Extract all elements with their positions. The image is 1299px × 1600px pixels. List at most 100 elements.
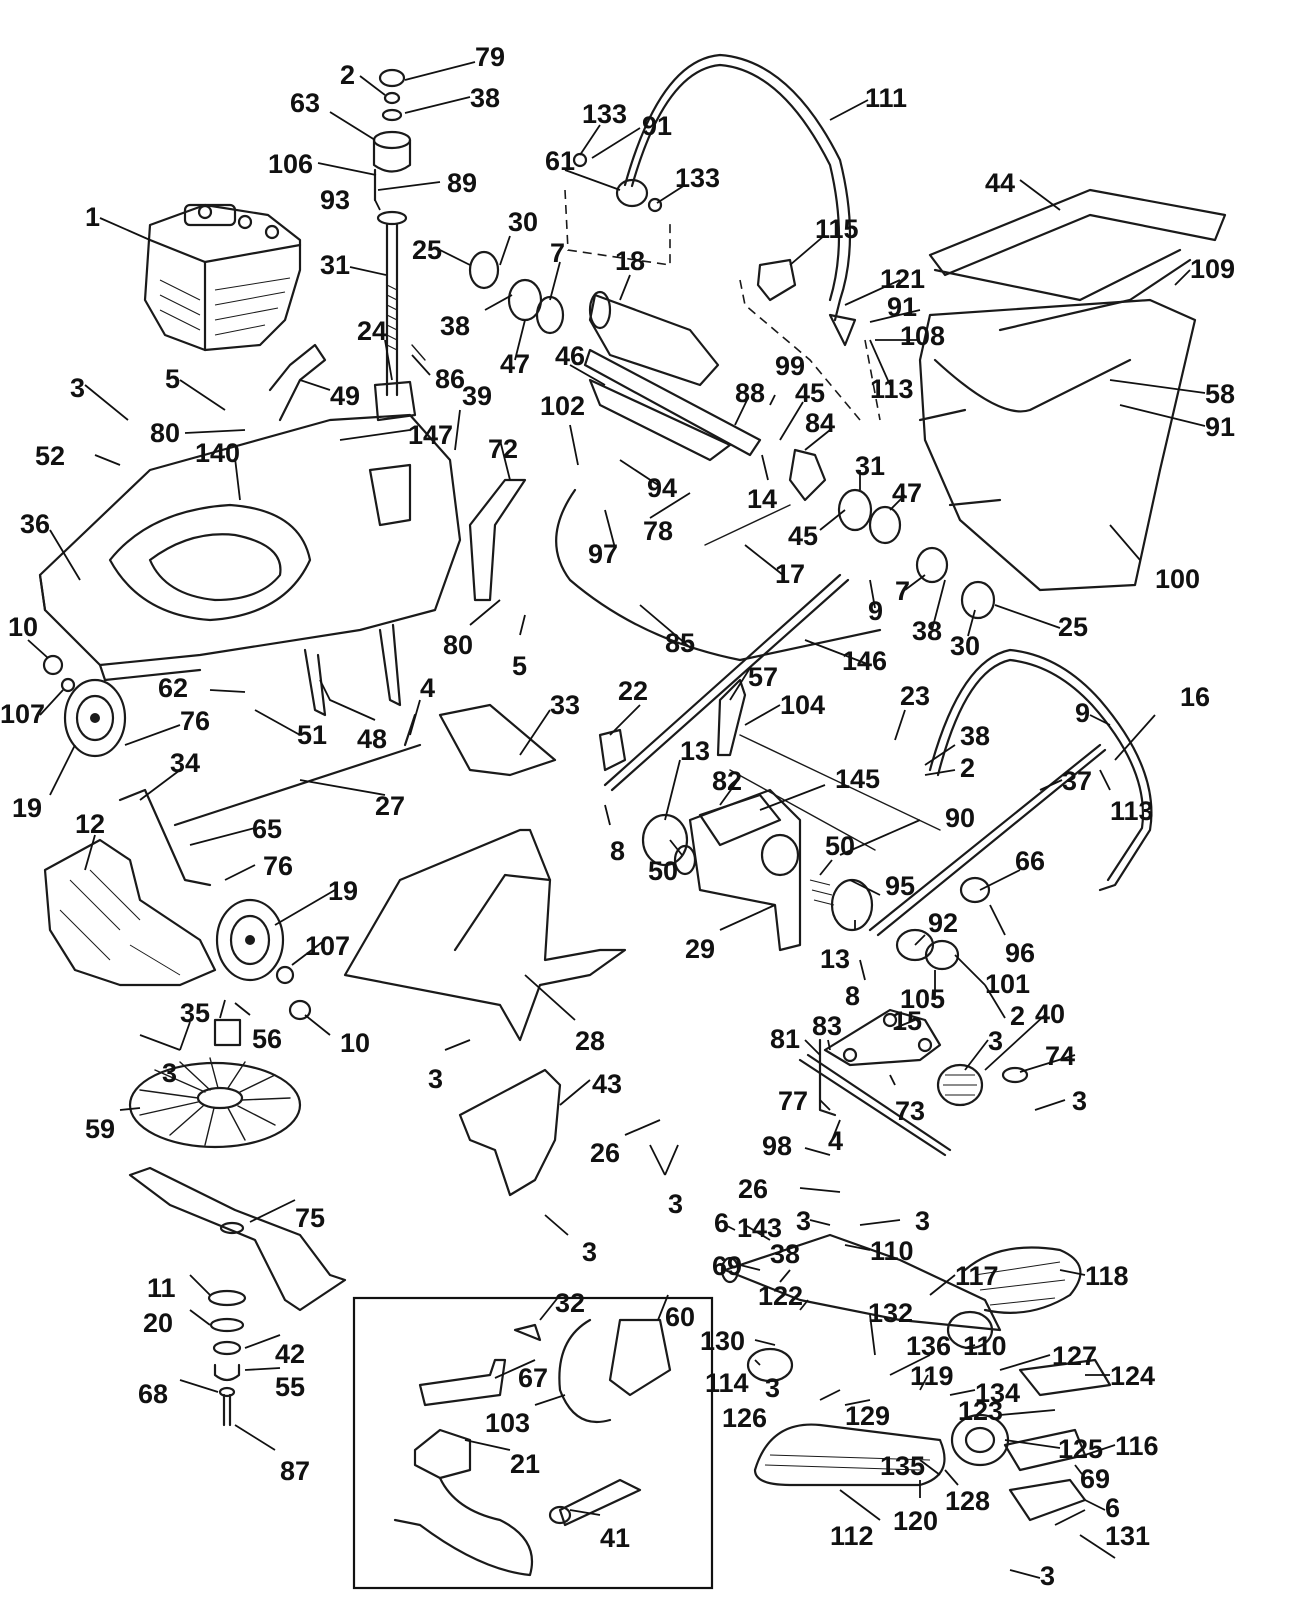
part-number-label: 30 bbox=[950, 631, 980, 661]
part-number-label: 134 bbox=[975, 1378, 1020, 1408]
part-number-label: 117 bbox=[955, 1261, 999, 1291]
part-number-label: 1 bbox=[85, 202, 100, 232]
blade-part bbox=[128, 1166, 347, 1427]
part-number-label: 2 bbox=[1010, 1001, 1025, 1031]
rail-88 bbox=[583, 348, 762, 462]
part-number-label: 3 bbox=[668, 1189, 683, 1219]
part-number-label: 14 bbox=[747, 484, 777, 514]
part-number-label: 91 bbox=[887, 292, 917, 322]
inset-parts bbox=[393, 1318, 672, 1577]
part-number-label: 30 bbox=[508, 207, 538, 237]
cylinder-18 bbox=[588, 290, 720, 387]
part-number-label: 19 bbox=[12, 793, 42, 823]
part-number-label: 24 bbox=[357, 316, 387, 346]
part-number-label: 80 bbox=[443, 630, 473, 660]
part-number-label: 105 bbox=[900, 984, 945, 1014]
part-number-label: 69 bbox=[1080, 1464, 1110, 1494]
drive-assembly bbox=[720, 1233, 1112, 1522]
part-labels: 79 2 38 63 106 89 93 1 31 25 30 7 38 47 … bbox=[0, 42, 1235, 1591]
part-number-label: 121 bbox=[880, 264, 925, 294]
roller-parts-right bbox=[788, 448, 996, 620]
part-number-label: 140 bbox=[195, 438, 240, 468]
part-number-label: 48 bbox=[357, 724, 387, 754]
part-number-label: 112 bbox=[830, 1521, 874, 1551]
part-number-label: 38 bbox=[770, 1239, 800, 1269]
part-number-label: 18 bbox=[615, 246, 645, 276]
part-number-label: 19 bbox=[328, 876, 358, 906]
part-number-label: 76 bbox=[263, 851, 293, 881]
dashed-guides bbox=[564, 189, 881, 421]
part-number-label: 103 bbox=[485, 1408, 530, 1438]
part-number-label: 130 bbox=[700, 1326, 745, 1356]
part-number-label: 101 bbox=[985, 969, 1030, 999]
part-number-label: 3 bbox=[988, 1026, 1003, 1056]
part-number-label: 73 bbox=[895, 1096, 925, 1126]
part-number-label: 120 bbox=[893, 1506, 938, 1536]
part-number-label: 97 bbox=[588, 539, 618, 569]
part-number-label: 145 bbox=[835, 764, 880, 794]
part-number-label: 50 bbox=[825, 831, 855, 861]
part-number-label: 91 bbox=[1205, 412, 1235, 442]
clamp-115 bbox=[756, 258, 857, 347]
gear-92 bbox=[895, 876, 991, 971]
leader-lines bbox=[27, 61, 1206, 1579]
part-number-label: 27 bbox=[375, 791, 405, 821]
part-number-label: 85 bbox=[665, 628, 695, 658]
part-number-label: 92 bbox=[928, 908, 958, 938]
part-number-label: 60 bbox=[665, 1302, 695, 1332]
grass-bag bbox=[918, 298, 1197, 592]
part-number-label: 108 bbox=[900, 321, 945, 351]
clamp-61 bbox=[572, 152, 663, 213]
part-number-label: 79 bbox=[475, 42, 505, 72]
part-number-label: 99 bbox=[775, 351, 805, 381]
part-number-label: 49 bbox=[330, 381, 360, 411]
part-number-label: 22 bbox=[618, 676, 648, 706]
part-number-label: 34 bbox=[170, 748, 200, 778]
part-number-label: 35 bbox=[180, 998, 210, 1028]
part-number-label: 3 bbox=[428, 1064, 443, 1094]
part-number-label: 146 bbox=[842, 646, 887, 676]
handle-lower bbox=[928, 648, 1153, 892]
part-number-label: 111 bbox=[865, 83, 907, 113]
part-number-label: 4 bbox=[828, 1126, 843, 1156]
part-number-label: 124 bbox=[1110, 1361, 1155, 1391]
part-number-label: 133 bbox=[582, 99, 627, 129]
part-number-label: 23 bbox=[900, 681, 930, 711]
part-number-label: 89 bbox=[447, 168, 477, 198]
part-number-label: 50 bbox=[648, 856, 678, 886]
parts-artwork bbox=[38, 53, 1227, 1590]
part-number-label: 93 bbox=[320, 185, 350, 215]
chute-43 bbox=[458, 1068, 562, 1197]
grass-bag-frame bbox=[928, 188, 1227, 332]
part-number-label: 2 bbox=[960, 753, 975, 783]
part-number-label: 95 bbox=[885, 871, 915, 901]
part-number-label: 21 bbox=[510, 1449, 540, 1479]
part-number-label: 40 bbox=[1035, 999, 1065, 1029]
part-number-label: 68 bbox=[138, 1379, 168, 1409]
part-number-label: 28 bbox=[575, 1026, 605, 1056]
part-number-label: 36 bbox=[20, 509, 50, 539]
part-number-label: 61 bbox=[545, 146, 575, 176]
part-number-label: 31 bbox=[320, 250, 350, 280]
part-number-label: 69 bbox=[712, 1251, 742, 1281]
part-number-label: 8 bbox=[610, 836, 625, 866]
part-number-label: 37 bbox=[1062, 766, 1092, 796]
part-number-label: 114 bbox=[705, 1368, 749, 1398]
part-number-label: 25 bbox=[1058, 612, 1088, 642]
part-number-label: 83 bbox=[812, 1011, 842, 1041]
part-number-label: 3 bbox=[796, 1206, 811, 1236]
part-number-label: 110 bbox=[963, 1331, 1007, 1361]
part-number-label: 66 bbox=[1015, 846, 1045, 876]
part-number-label: 133 bbox=[675, 163, 720, 193]
part-number-label: 10 bbox=[8, 612, 38, 642]
part-number-label: 45 bbox=[795, 378, 825, 408]
part-number-label: 10 bbox=[340, 1028, 370, 1058]
part-number-label: 7 bbox=[550, 238, 565, 268]
part-number-label: 125 bbox=[1058, 1434, 1103, 1464]
part-number-label: 12 bbox=[75, 809, 105, 839]
part-number-label: 107 bbox=[305, 931, 350, 961]
part-number-label: 13 bbox=[680, 736, 710, 766]
part-number-label: 91 bbox=[642, 111, 672, 141]
part-number-label: 42 bbox=[275, 1339, 305, 1369]
